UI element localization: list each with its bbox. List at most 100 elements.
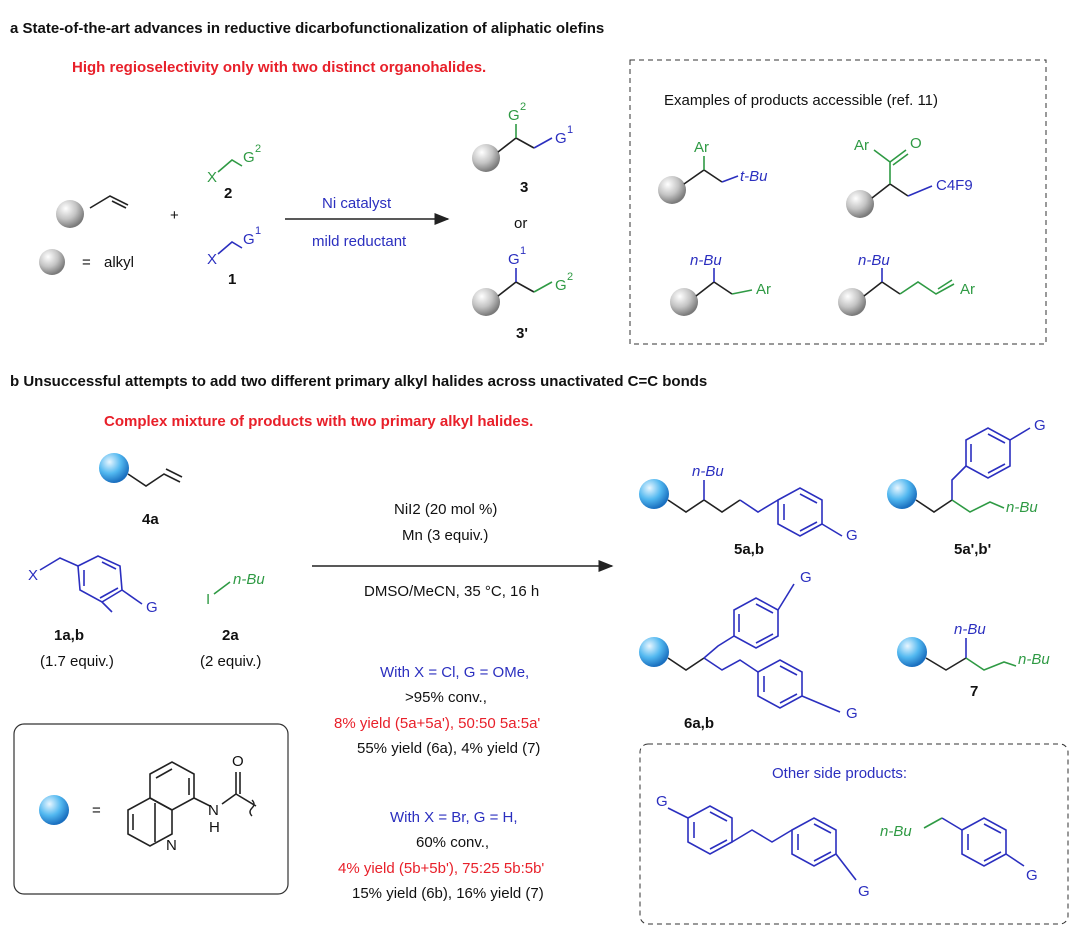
auxiliary-sphere-icon — [39, 795, 69, 825]
product-5ab: n-Bu G 5a,b — [639, 463, 858, 558]
run1-yield-5: 8% yield (5a+5a'), 50:50 5a:5a' — [334, 715, 540, 732]
example-product-2: Ar O C4F9 — [846, 135, 973, 218]
auxiliary-sphere-icon — [99, 453, 129, 483]
run2-conditions: With X = Br, G = H, — [390, 809, 518, 826]
example-product-1: Ar t-Bu — [658, 139, 768, 204]
legend-equals-b: = — [92, 802, 101, 819]
g2-sup: 2 — [520, 101, 526, 113]
example-product-4: n-Bu Ar — [838, 252, 975, 316]
ex1-tbu-label: t-Bu — [740, 168, 768, 185]
quinoline-n-label: N — [166, 837, 177, 854]
compound-2-label: 2 — [224, 185, 232, 202]
auxiliary-sphere-icon — [639, 637, 669, 667]
alkyl-legend: = alkyl — [39, 249, 134, 275]
alkyl-sphere-icon — [846, 190, 874, 218]
reagent-g-label: G — [146, 599, 158, 616]
reagent-x-label: X — [207, 169, 217, 186]
p7-nbu-top-label: n-Bu — [954, 621, 986, 638]
compound-4a-label: 4a — [142, 511, 159, 528]
product-5ab-prime: G n-Bu 5a',b' — [887, 417, 1046, 558]
legend-equals: = — [82, 254, 91, 271]
ex2-c4f9-label: C4F9 — [936, 177, 973, 194]
substrate-4a: 4a — [99, 453, 183, 528]
side-products-title: Other side products: — [772, 765, 907, 782]
p6-g-bottom-label: G — [846, 705, 858, 722]
condition-catalyst: Ni catalyst — [322, 195, 392, 212]
amide-o-label: O — [232, 753, 244, 770]
ex2-o-label: O — [910, 135, 922, 152]
run2-conversion: 60% conv., — [416, 834, 489, 851]
p5p-g-label: G — [1034, 417, 1046, 434]
product-3: G 2 G 1 3 — [472, 101, 573, 196]
compound-5ab-prime-label: 5a',b' — [954, 541, 991, 558]
reagent-2a: I n-Bu 2a (2 equiv.) — [200, 571, 265, 670]
aliphatic-olefin — [56, 195, 129, 228]
g1-label: G — [508, 251, 520, 268]
amide-h-label: H — [209, 819, 220, 836]
reagent-1-equiv: (1.7 equiv.) — [40, 653, 114, 670]
compound-6ab-label: 6a,b — [684, 715, 714, 732]
reagent-g-superscript: 1 — [255, 225, 261, 237]
auxiliary-sphere-icon — [887, 479, 917, 509]
alkyl-sphere-icon — [472, 288, 500, 316]
reagent-x-label: X — [207, 251, 217, 268]
aminoquinoline-structure: N N H O — [127, 753, 257, 854]
compound-1-label: 1 — [228, 271, 236, 288]
ex2-ar-label: Ar — [854, 137, 869, 154]
side-product-alkylbenzene: n-Bu G — [880, 817, 1038, 884]
ex3-nbu-label: n-Bu — [690, 252, 722, 269]
auxiliary-sphere-icon — [639, 479, 669, 509]
alkyl-sphere-icon — [56, 200, 84, 228]
compound-2a-label: 2a — [222, 627, 239, 644]
alkyl-sphere-icon — [39, 249, 65, 275]
reagent-g-label: G — [243, 149, 255, 166]
g1-sup: 1 — [520, 245, 526, 257]
g1-label: G — [555, 130, 567, 147]
reagent-2-equiv: (2 equiv.) — [200, 653, 261, 670]
p6-g-top-label: G — [800, 569, 812, 586]
section-a-highlight: High regioselectivity only with two dist… — [72, 59, 486, 76]
side2-g-label: G — [1026, 867, 1038, 884]
side-product-bibenzyl: G G — [656, 793, 870, 900]
legend-alkyl-label: alkyl — [104, 254, 134, 271]
reagent-x-label: X — [28, 567, 38, 584]
or-label: or — [514, 215, 527, 232]
reagent-x-g2: X G 2 2 — [207, 143, 261, 202]
run2-yield-6-7: 15% yield (6b), 16% yield (7) — [352, 885, 544, 902]
ex4-ar-label: Ar — [960, 281, 975, 298]
compound-5ab-label: 5a,b — [734, 541, 764, 558]
reagent-x-g1: X G 1 1 — [207, 225, 261, 288]
g2-sup: 2 — [567, 271, 573, 283]
product-3-prime: G 1 G 2 3' — [472, 245, 573, 342]
reagent-1ab: X G 1a,b (1.7 equiv.) — [28, 555, 158, 670]
ex3-ar-label: Ar — [756, 281, 771, 298]
alkyl-sphere-icon — [670, 288, 698, 316]
g1-sup: 1 — [567, 124, 573, 136]
section-b-highlight: Complex mixture of products with two pri… — [104, 413, 533, 430]
ex1-ar-label: Ar — [694, 139, 709, 156]
compound-7-label: 7 — [970, 683, 978, 700]
run1-conversion: >95% conv., — [405, 689, 487, 706]
product-7: n-Bu n-Bu 7 — [897, 621, 1050, 700]
examples-box — [629, 59, 1047, 345]
section-b-header: b Unsuccessful attempts to add two diffe… — [10, 373, 707, 390]
reagent-g-superscript: 2 — [255, 143, 261, 155]
side-products-box — [639, 743, 1069, 925]
p5-g-label: G — [846, 527, 858, 544]
compound-3-label: 3 — [520, 179, 528, 196]
g2-label: G — [555, 277, 567, 294]
condition-reductant: mild reductant — [312, 233, 407, 250]
p5p-nbu-label: n-Bu — [1006, 499, 1038, 516]
alkyl-sphere-icon — [658, 176, 686, 204]
g2-label: G — [508, 107, 520, 124]
p7-nbu-right-label: n-Bu — [1018, 651, 1050, 668]
ex4-nbu-label: n-Bu — [858, 252, 890, 269]
reagent-g-label: G — [243, 231, 255, 248]
compound-1ab-label: 1a,b — [54, 627, 84, 644]
reagent-i-label: I — [206, 591, 210, 608]
run2-yield-5: 4% yield (5b+5b'), 75:25 5b:5b' — [338, 860, 544, 877]
run1-yield-6-7: 55% yield (6a), 4% yield (7) — [357, 740, 540, 757]
plus-sign: + — [170, 207, 179, 224]
auxiliary-sphere-icon — [897, 637, 927, 667]
